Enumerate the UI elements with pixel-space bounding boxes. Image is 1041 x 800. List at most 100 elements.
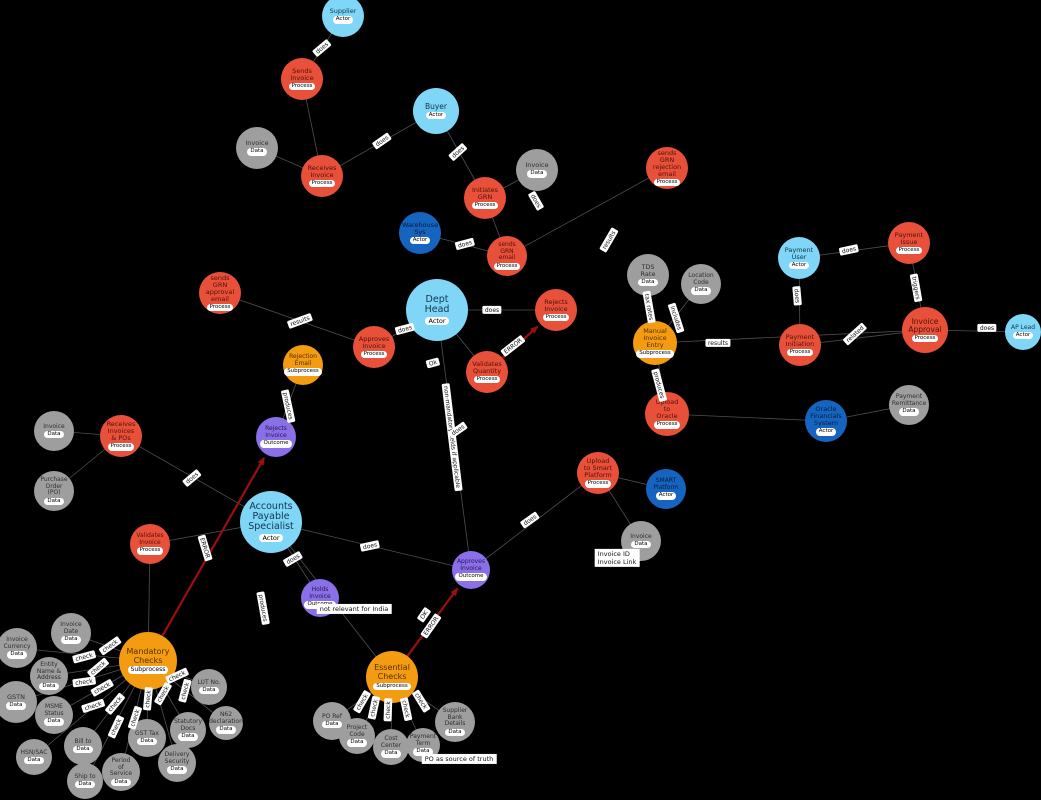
node-type-badge: Process: [360, 350, 388, 359]
node-type-badge: Subprocess: [284, 368, 322, 376]
edge-label: does: [482, 305, 502, 315]
node-label: Invoice: [43, 422, 65, 430]
node-type-badge: Data: [44, 718, 64, 726]
node-type-badge: Data: [216, 726, 236, 734]
node-lut-no[interactable]: LUT No.Data: [191, 669, 227, 705]
node-type-badge: Data: [44, 497, 64, 505]
node-type-badge: Outcome: [260, 440, 292, 448]
node-type-badge: Subprocess: [127, 666, 169, 675]
node-label: Invoice: [525, 161, 549, 170]
node-type-badge: Data: [61, 636, 81, 644]
node-type-badge: Data: [322, 721, 342, 729]
node-type-badge: Data: [413, 748, 433, 756]
node-type-badge: Data: [178, 733, 198, 741]
node-type-badge: Data: [73, 746, 93, 754]
edge-mandatory-checks-rejects-invoice-outcome: [161, 456, 266, 637]
node-label: GST Tax: [135, 729, 159, 737]
node-type-badge: Subprocess: [373, 682, 411, 690]
node-type-badge: Data: [7, 651, 27, 659]
node-type-badge: Process: [136, 547, 164, 555]
edge-label: does: [792, 286, 802, 306]
node-label: Invoice: [245, 139, 269, 148]
annotation: PO as source of truth: [421, 753, 497, 765]
annotation: not relevant for India: [316, 603, 392, 615]
node-type-badge: Data: [199, 687, 219, 695]
node-type-badge: Data: [44, 431, 64, 439]
edge-label: check: [383, 698, 393, 722]
node-label: LUT No.: [197, 678, 221, 686]
node-type-badge: Process: [493, 262, 521, 270]
node-type-badge: Data: [247, 148, 267, 156]
